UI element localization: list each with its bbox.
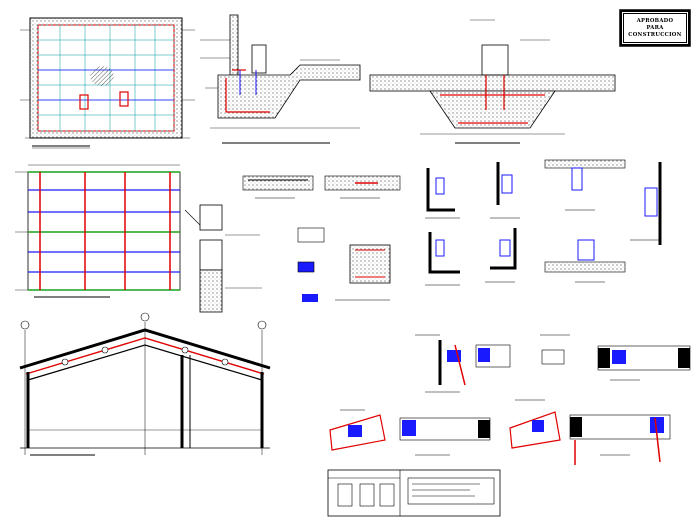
foundation-plan (20, 17, 195, 149)
stamp-line-3: CONSTRUCCION (628, 31, 682, 38)
column-detail (184, 204, 262, 313)
stamp-line-2: PARA (646, 24, 664, 31)
footing-section-left (200, 14, 361, 144)
framing-grid-plan (15, 164, 181, 298)
purlin-details (329, 334, 691, 465)
portal-frame-elevation (19, 312, 271, 456)
schedule-table (327, 469, 501, 517)
wall-connection-details (425, 159, 662, 286)
slab-details (242, 175, 401, 199)
footing-section-right (369, 19, 616, 144)
anchor-details (297, 227, 391, 302)
approval-stamp: APROBADO PARA CONSTRUCCION (620, 10, 690, 46)
stamp-line-1: APROBADO (636, 17, 674, 24)
